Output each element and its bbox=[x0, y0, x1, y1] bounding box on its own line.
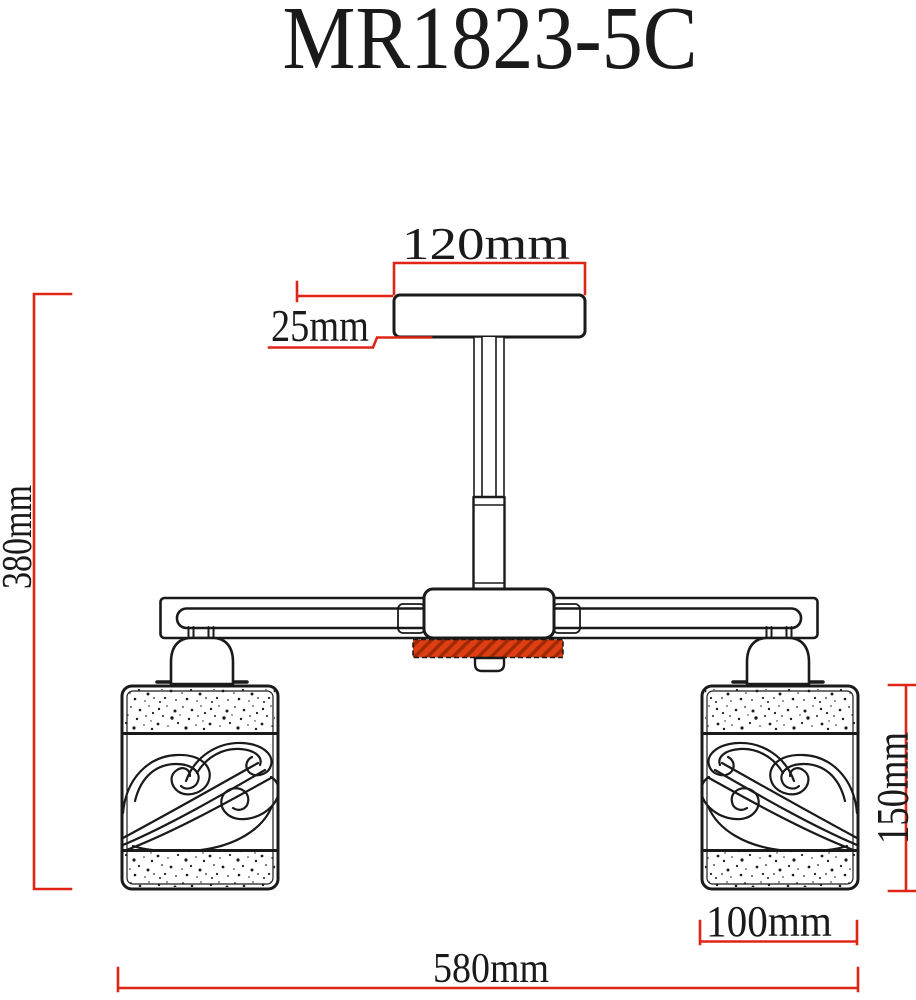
dimension-canopy-thickness: 25mm bbox=[267, 280, 433, 351]
dimension-shade-height: 150mm bbox=[867, 683, 916, 893]
dimension-fixture-width: 580mm bbox=[116, 946, 860, 993]
dimension-shade-width: 100mm bbox=[698, 897, 859, 946]
dimension-fixture-height: 380mm bbox=[0, 292, 73, 891]
dimension-label-canopy-thickness: 25mm bbox=[271, 300, 369, 351]
right-shade-assembly bbox=[701, 627, 858, 889]
dimension-label-shade-width: 100mm bbox=[706, 897, 832, 946]
left-shade-assembly bbox=[122, 627, 279, 889]
product-title: MR1823-5C bbox=[283, 0, 698, 88]
hub-finial-tab bbox=[473, 656, 506, 673]
ceiling-canopy bbox=[392, 293, 587, 339]
dimension-label-shade-height: 150mm bbox=[867, 732, 916, 844]
center-hub bbox=[422, 587, 556, 640]
down-rod bbox=[472, 336, 506, 591]
dimension-canopy-width: 120mm bbox=[392, 218, 587, 296]
rod-core bbox=[474, 337, 504, 497]
dimension-label-fixture-height: 380mm bbox=[0, 485, 41, 589]
decor-wood-plate bbox=[412, 638, 564, 659]
rod-lower-tube bbox=[472, 495, 506, 591]
dimension-label-fixture-width: 580mm bbox=[433, 946, 549, 992]
dimension-label-canopy-width: 120mm bbox=[402, 218, 570, 269]
